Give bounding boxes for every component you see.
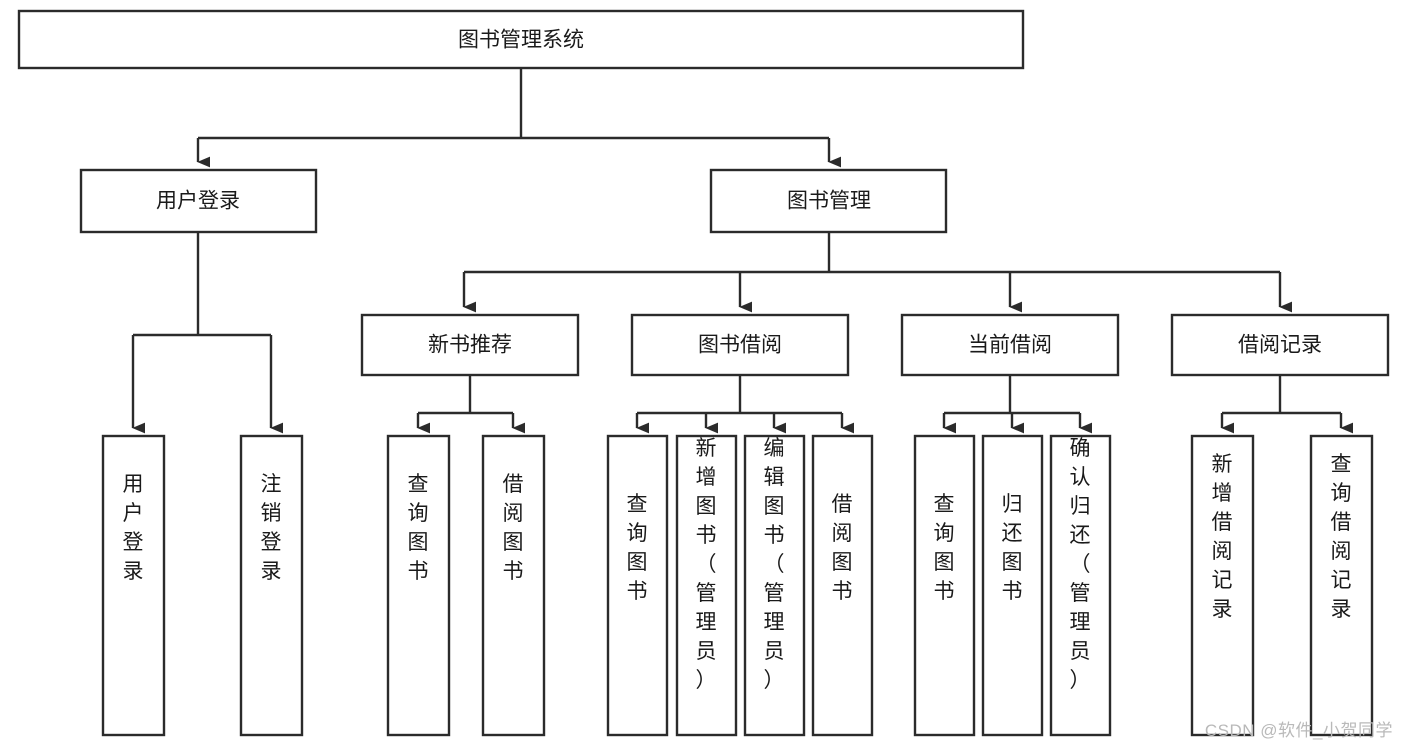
node-root[interactable]: 图书管理系统 xyxy=(17,9,1025,70)
node-recommend-query-book-box xyxy=(386,434,451,737)
node-user-login-action-box xyxy=(101,434,166,737)
node-book-management-label: 图书管理 xyxy=(787,190,871,213)
node-user-login-action-label: 用户登录 xyxy=(123,473,144,583)
node-book-borrow-box xyxy=(630,313,850,377)
node-borrow-borrow-book[interactable]: 借阅图书 xyxy=(811,434,874,737)
node-borrow-edit-book-label: 编辑图书（管理员） xyxy=(764,437,785,692)
node-recommend-query-book-label: 查询图书 xyxy=(408,473,429,583)
node-new-book-recommend[interactable]: 新书推荐 xyxy=(360,313,580,377)
node-record-add[interactable]: 新增借阅记录 xyxy=(1190,434,1255,737)
node-current-query-book[interactable]: 查询图书 xyxy=(913,434,976,737)
node-user-logout-action-box xyxy=(239,434,304,737)
node-borrow-record-label: 借阅记录 xyxy=(1238,334,1322,357)
node-borrow-borrow-book-box xyxy=(811,434,874,737)
node-user-login[interactable]: 用户登录 xyxy=(79,168,318,234)
node-new-book-recommend-label: 新书推荐 xyxy=(428,334,512,357)
node-user-logout-action[interactable]: 注销登录 xyxy=(239,434,304,737)
node-recommend-borrow-book[interactable]: 借阅图书 xyxy=(481,434,546,737)
node-borrow-add-book[interactable]: 新增图书（管理员） xyxy=(675,434,738,737)
node-current-query-book-box xyxy=(913,434,976,737)
node-record-query-box xyxy=(1309,434,1374,737)
node-book-borrow[interactable]: 图书借阅 xyxy=(630,313,850,377)
node-borrow-edit-book-box xyxy=(743,434,806,737)
node-borrow-query-book[interactable]: 查询图书 xyxy=(606,434,669,737)
node-user-logout-action-label: 注销登录 xyxy=(261,473,282,583)
csdn-watermark: CSDN @软件_小贺同学 xyxy=(1204,721,1393,740)
node-borrow-query-book-box xyxy=(606,434,669,737)
node-recommend-borrow-book-box xyxy=(481,434,546,737)
node-record-add-box xyxy=(1190,434,1255,737)
node-current-borrow-box xyxy=(900,313,1120,377)
node-borrow-query-book-label: 查询图书 xyxy=(627,493,648,603)
connector-layer xyxy=(131,68,1354,434)
node-current-borrow[interactable]: 当前借阅 xyxy=(900,313,1120,377)
node-recommend-query-book[interactable]: 查询图书 xyxy=(386,434,451,737)
node-borrow-add-book-box xyxy=(675,434,738,737)
node-record-add-label: 新增借阅记录 xyxy=(1212,453,1233,621)
node-user-login-box xyxy=(79,168,318,234)
node-borrow-record-box xyxy=(1170,313,1390,377)
node-borrow-edit-book[interactable]: 编辑图书（管理员） xyxy=(743,434,806,737)
node-new-book-recommend-box xyxy=(360,313,580,377)
node-root-box xyxy=(17,9,1025,70)
node-recommend-borrow-book-label: 借阅图书 xyxy=(503,473,524,583)
node-user-login-action[interactable]: 用户登录 xyxy=(101,434,166,737)
node-user-login-label: 用户登录 xyxy=(156,190,240,213)
node-record-query[interactable]: 查询借阅记录 xyxy=(1309,434,1374,737)
node-book-borrow-label: 图书借阅 xyxy=(698,334,782,357)
node-borrow-record[interactable]: 借阅记录 xyxy=(1170,313,1390,377)
node-current-return-book[interactable]: 归还图书 xyxy=(981,434,1044,737)
node-book-management[interactable]: 图书管理 xyxy=(709,168,948,234)
node-borrow-add-book-label: 新增图书（管理员） xyxy=(696,437,717,692)
node-root-label: 图书管理系统 xyxy=(458,29,584,52)
node-current-confirm-return-label: 确认归还（管理员） xyxy=(1070,437,1091,692)
node-current-query-book-label: 查询图书 xyxy=(934,493,955,603)
node-current-confirm-return-box xyxy=(1049,434,1112,737)
node-current-return-book-label: 归还图书 xyxy=(1002,493,1023,603)
node-borrow-borrow-book-label: 借阅图书 xyxy=(832,493,853,603)
node-current-return-book-box xyxy=(981,434,1044,737)
node-record-query-label: 查询借阅记录 xyxy=(1331,453,1352,621)
node-book-management-box xyxy=(709,168,948,234)
node-current-confirm-return[interactable]: 确认归还（管理员） xyxy=(1049,434,1112,737)
node-current-borrow-label: 当前借阅 xyxy=(968,334,1052,357)
